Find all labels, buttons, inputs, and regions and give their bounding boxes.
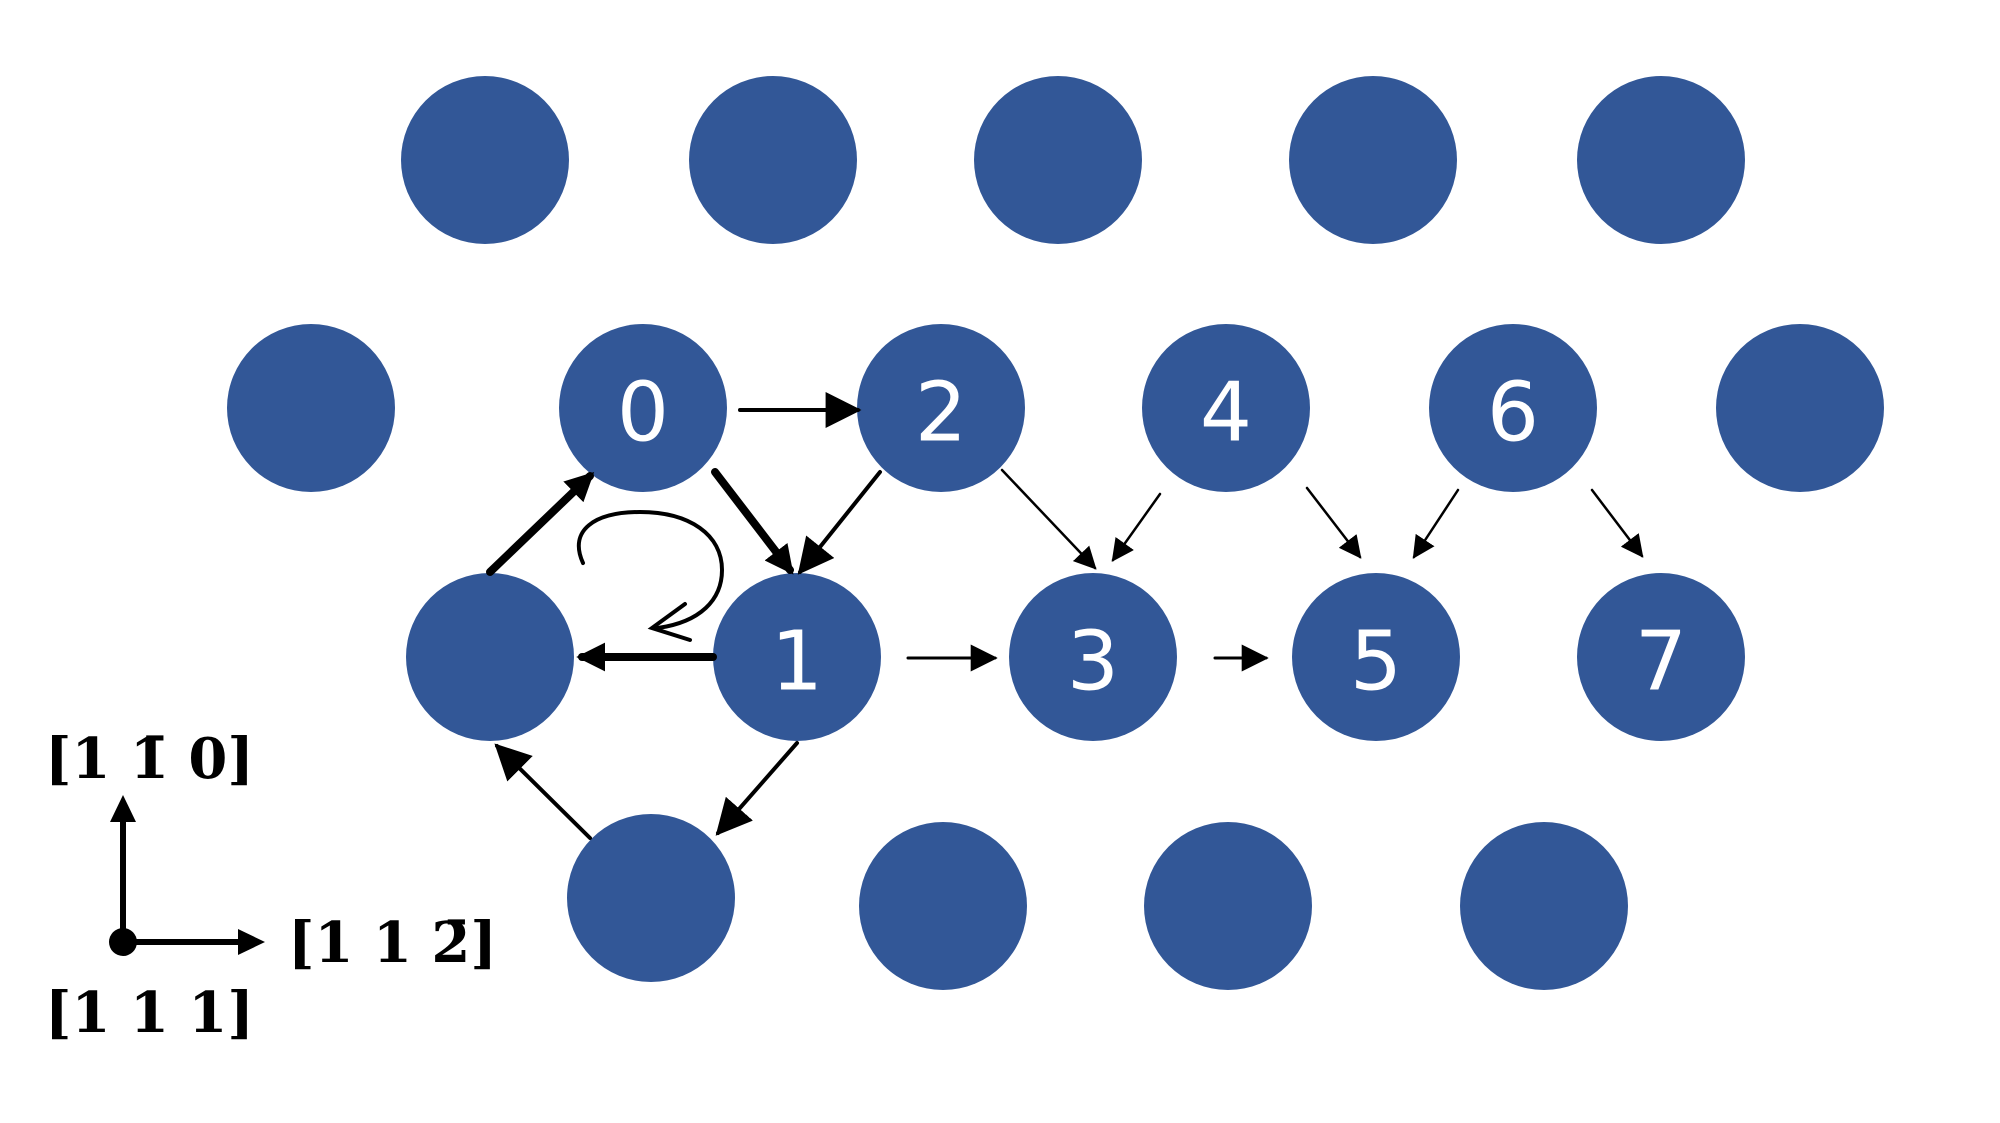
- atom-5: [1292, 573, 1460, 741]
- arrow-2-to-3: [1000, 468, 1097, 570]
- atom-top-4: [1289, 76, 1457, 244]
- axis-label-vertical: [1 1̄ 0]: [45, 726, 254, 792]
- arrow-2-to-1: [797, 470, 882, 575]
- atom-label-2: 2: [915, 366, 967, 461]
- axis-label-out-of-plane: [1 1 1]: [45, 980, 254, 1046]
- atom-label-1: 1: [771, 615, 823, 710]
- atom-bottom-1: [567, 814, 735, 982]
- axis-horizontal-arrowhead: [238, 929, 265, 955]
- atom-top-3: [974, 76, 1142, 244]
- rotation-arrow: [576, 509, 725, 630]
- atom-bottom-2: [859, 822, 1027, 990]
- atom-label-0: 0: [617, 366, 669, 461]
- arrow-0-to-1: [711, 468, 794, 575]
- arrow-4-to-5: [1305, 486, 1362, 559]
- atom-row3-left: [406, 573, 574, 741]
- atom-6: [1429, 324, 1597, 492]
- arrow-4-to-3: [1111, 492, 1162, 562]
- atom-top-5: [1577, 76, 1745, 244]
- atom-row2-right: [1716, 324, 1884, 492]
- atom-1: [713, 573, 881, 741]
- atom-2: [857, 324, 1025, 492]
- atom-bottom-3: [1144, 822, 1312, 990]
- arrow-6-to-5: [1412, 488, 1460, 559]
- atom-row2-left: [227, 324, 395, 492]
- arrow-bottom-to-left: [494, 743, 592, 840]
- arrow-left-to-0: [486, 472, 595, 576]
- atom-3: [1009, 573, 1177, 741]
- rotation-arrowhead: [647, 602, 692, 642]
- atom-4: [1142, 324, 1310, 492]
- atom-0: [559, 324, 727, 492]
- atom-top-2: [689, 76, 857, 244]
- atom-7: [1577, 573, 1745, 741]
- axis-vertical-arrowhead: [110, 795, 136, 822]
- atom-label-7: 7: [1635, 615, 1687, 710]
- atom-top-1: [401, 76, 569, 244]
- atom-label-6: 6: [1487, 366, 1539, 461]
- atom-bottom-4: [1460, 822, 1628, 990]
- axis-label-horizontal: [1 1 2̄]: [288, 910, 497, 976]
- atom-label-3: 3: [1067, 615, 1119, 710]
- arrow-1-to-bottom: [715, 741, 799, 836]
- arrow-6-to-7: [1590, 488, 1644, 558]
- atom-label-4: 4: [1200, 366, 1252, 461]
- atom-label-5: 5: [1350, 615, 1402, 710]
